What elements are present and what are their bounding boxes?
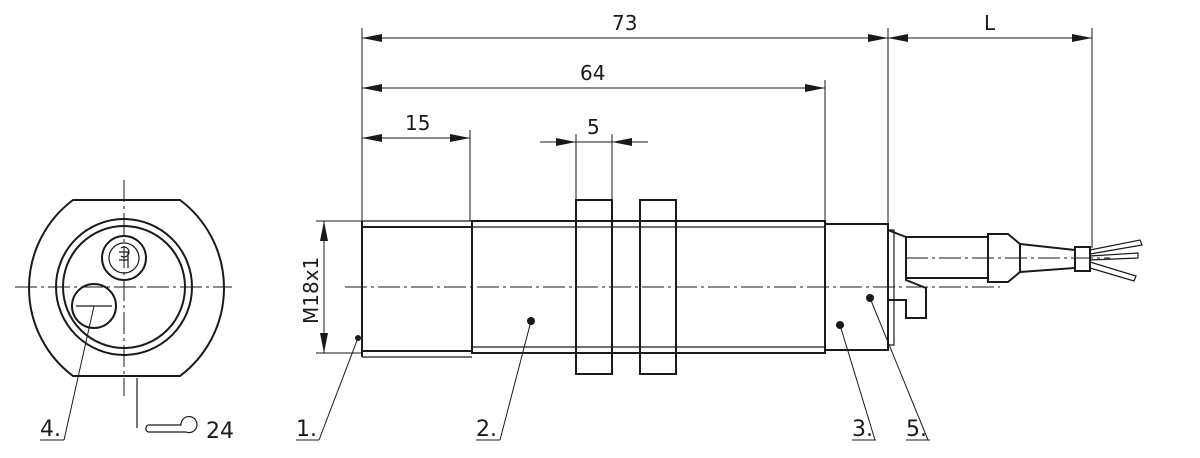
- thread-front-section: [361, 226, 473, 352]
- side-view: [345, 199, 1143, 375]
- dim-thread-length: 15: [405, 111, 430, 135]
- main-body: [471, 220, 826, 354]
- dim-flange-width: 5: [587, 115, 600, 139]
- dim-thread-size: M18x1: [299, 257, 323, 324]
- dim-body-length: 64: [580, 61, 605, 85]
- cable-gland: [887, 229, 927, 319]
- callouts: 1. 2. 3. 5. 4.: [40, 297, 930, 442]
- dimensions: 73 L 64 15 5 M18x1: [299, 11, 1093, 354]
- callout-5: 5.: [906, 417, 927, 442]
- callout-4: 4.: [40, 417, 61, 442]
- front-potentiometer: [71, 283, 117, 329]
- cable-end-sleeve: [1074, 246, 1091, 272]
- front-view: [15, 180, 232, 396]
- wrench-icon: [136, 378, 198, 434]
- front-housing-outline: [28, 199, 225, 377]
- callout-2: 2.: [476, 417, 497, 442]
- dim-cable-length: L: [984, 11, 996, 35]
- cable-wires: [1089, 239, 1143, 282]
- rear-housing: [824, 223, 889, 351]
- wrench-size-label: 24: [136, 378, 234, 444]
- dim-overall-length: 73: [612, 11, 637, 35]
- callout-3: 3.: [852, 417, 873, 442]
- wrench-size-text: 24: [206, 419, 234, 444]
- callout-1: 1.: [296, 417, 317, 442]
